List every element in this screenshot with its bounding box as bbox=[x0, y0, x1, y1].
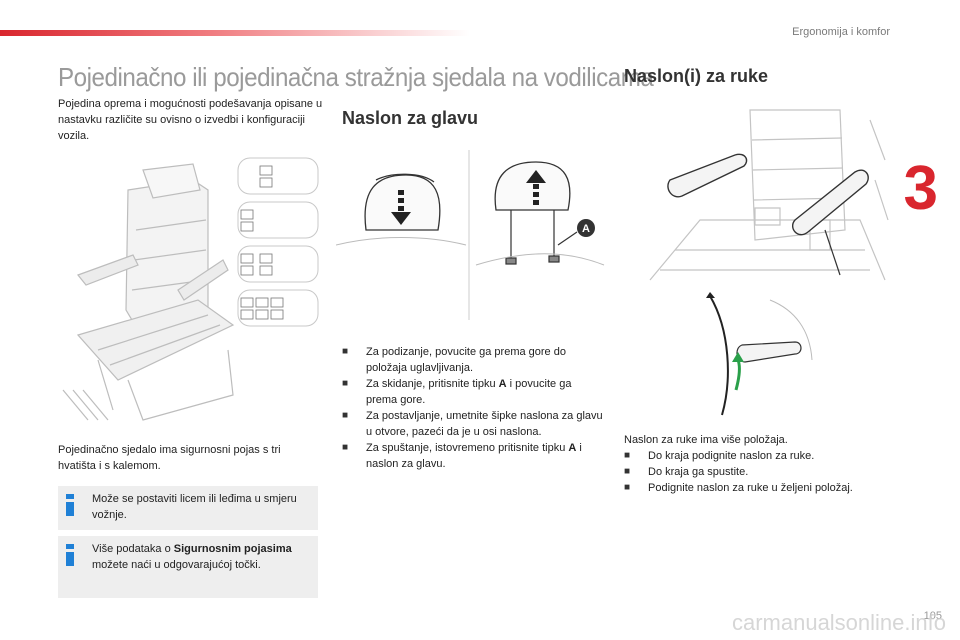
info-box-orientation: Može se postaviti licem ili leđima u smj… bbox=[58, 486, 318, 530]
info-box-seatbelts: Više podataka o Sigurnosnim pojasima mož… bbox=[58, 536, 318, 598]
info-text-bold: Sigurnosnim pojasima bbox=[173, 543, 292, 555]
seat-illustration bbox=[62, 157, 319, 421]
intro-paragraph: Pojedina oprema i mogućnosti podešavanja… bbox=[58, 98, 323, 142]
bullet-icon: ■ bbox=[624, 482, 631, 493]
watermark: carmanualsonline.info bbox=[731, 610, 946, 635]
armrest-positions-illustration bbox=[706, 292, 813, 416]
headrest-illustration: A bbox=[336, 150, 605, 320]
arrow-down-icon bbox=[391, 190, 411, 225]
page-number: 105 bbox=[923, 610, 942, 622]
armrest-heading: Naslon(i) za ruke bbox=[624, 66, 769, 86]
list-item: ■ Do kraja podignite naslon za ruke. bbox=[624, 448, 904, 464]
seat-belt-paragraph: Pojedinačno sjedalo ima sigurnosni pojas… bbox=[58, 444, 281, 472]
list-item: ■ Podignite naslon za ruke u željeni polo… bbox=[624, 480, 904, 496]
button-a-marker bbox=[577, 219, 595, 237]
list-item: ■ Za skidanje, pritisnite tipku A i povuc… bbox=[342, 376, 604, 408]
armrest-steps: ■ Do kraja podignite naslon za ruke. ■ Do … bbox=[624, 448, 904, 496]
info-box-text: Više podataka o Sigurnosnim pojasima mož… bbox=[92, 541, 307, 573]
info-text-before: Više podataka o bbox=[92, 543, 174, 555]
step-bold: A bbox=[568, 442, 577, 454]
step-text: Za postavljanje, umetnite šipke naslona … bbox=[366, 410, 603, 438]
section-header: Ergonomija i komfor bbox=[792, 26, 890, 38]
bullet-icon: ■ bbox=[624, 466, 631, 477]
info-icon bbox=[66, 494, 74, 518]
headrest-heading: Naslon za glavu bbox=[342, 108, 479, 128]
bullet-icon: ■ bbox=[342, 410, 349, 421]
list-item: ■ Za postavljanje, umetnite šipke naslona… bbox=[342, 408, 604, 440]
step-text: Do kraja podignite naslon za ruke. bbox=[648, 450, 815, 462]
button-a-label: A bbox=[582, 223, 590, 235]
page-title: Pojedinačno ili pojedinačna stražnja sje… bbox=[58, 62, 654, 92]
step-text: Do kraja ga spustite. bbox=[648, 466, 749, 478]
list-item: ■ Za podizanje, povucite ga prema gore do… bbox=[342, 344, 604, 376]
armrest-intro: Naslon za ruke ima više položaja. bbox=[624, 434, 788, 446]
header-accent-bar bbox=[0, 30, 470, 36]
armrest-seat-illustration bbox=[649, 109, 889, 281]
bullet-icon: ■ bbox=[624, 450, 631, 461]
bullet-icon: ■ bbox=[342, 442, 349, 453]
arrow-range-icon bbox=[706, 292, 744, 416]
list-item: ■ Do kraja ga spustite. bbox=[624, 464, 904, 480]
step-text: i povucite ga prema gore. bbox=[366, 378, 572, 406]
info-box-text: Može se postaviti licem ili leđima u smj… bbox=[92, 493, 297, 521]
step-bold: A bbox=[498, 378, 507, 390]
info-icon bbox=[66, 544, 74, 568]
step-text: Za podizanje, povucite ga prema gore do … bbox=[366, 346, 566, 374]
bullet-icon: ■ bbox=[342, 378, 349, 389]
step-text: Podignite naslon za ruke u željeni polož… bbox=[648, 482, 853, 494]
list-item: ■ Za spuštanje, istovremeno pritisnite ti… bbox=[342, 440, 604, 472]
chapter-number: 3 bbox=[903, 154, 938, 223]
bullet-icon: ■ bbox=[342, 346, 349, 357]
step-text: i naslon za glavu. bbox=[366, 442, 582, 470]
step-text: Za spuštanje, istovremeno pritisnite tip… bbox=[366, 442, 569, 454]
headrest-steps: ■ Za podizanje, povucite ga prema gore do… bbox=[342, 344, 604, 472]
arrow-up-icon bbox=[526, 170, 546, 205]
info-text-after: možete naći u odgovarajućoj točki. bbox=[92, 559, 261, 571]
step-text: Za skidanje, pritisnite tipku bbox=[366, 378, 499, 390]
